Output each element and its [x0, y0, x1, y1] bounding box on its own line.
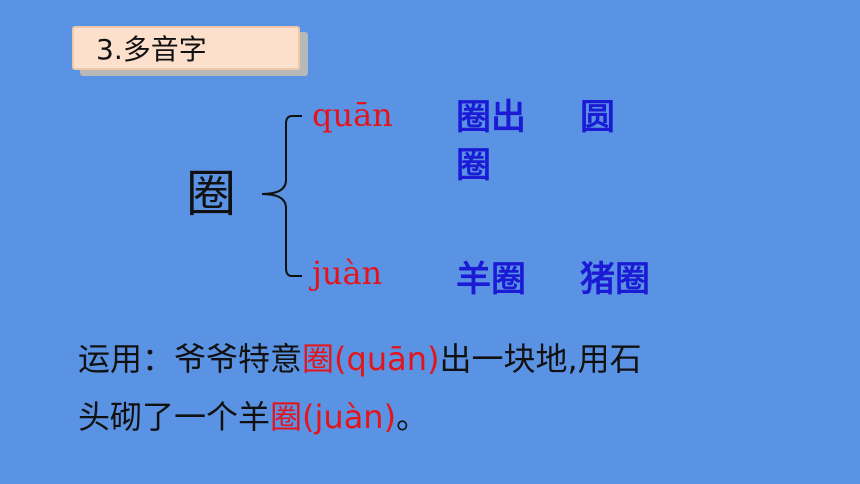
usage-line-2-highlight-char: 圈 — [270, 398, 303, 436]
slide-title: 3.多音字 — [96, 33, 207, 66]
usage-sentence: 运用：爷爷特意圈(quān)出一块地,用石 头砌了一个羊圈(juàn)。 — [78, 330, 818, 446]
usage-line-2-pre: 头砌了一个羊 — [78, 398, 271, 436]
title-tab: 3.多音字 — [72, 26, 308, 76]
usage-line-1-pre: 运用：爷爷特意 — [78, 340, 303, 378]
brace-icon — [261, 115, 302, 277]
word-juan-2: 猪圈 — [580, 260, 651, 300]
usage-line-1-highlight-char: 圈 — [302, 340, 335, 378]
pinyin-reading-2: juàn — [312, 254, 383, 292]
pinyin-reading-1: quān — [312, 96, 393, 134]
title-box: 3.多音字 — [72, 26, 300, 70]
usage-line-1-highlight-pinyin: (quān) — [334, 340, 440, 378]
word-juan-1: 羊圈 — [456, 260, 527, 300]
usage-line-2: 头砌了一个羊圈(juàn)。 — [78, 388, 818, 446]
usage-line-1: 运用：爷爷特意圈(quān)出一块地,用石 — [78, 330, 818, 388]
word-quan-2: 圆 — [580, 98, 616, 138]
usage-line-2-highlight-pinyin: (juàn) — [302, 398, 397, 436]
word-quan-3: 圈 — [456, 146, 492, 186]
main-character: 圈 — [186, 165, 236, 223]
usage-line-2-post: 。 — [396, 398, 429, 436]
usage-line-1-post: 出一块地,用石 — [439, 340, 642, 378]
word-quan-1: 圈出 — [456, 98, 527, 138]
